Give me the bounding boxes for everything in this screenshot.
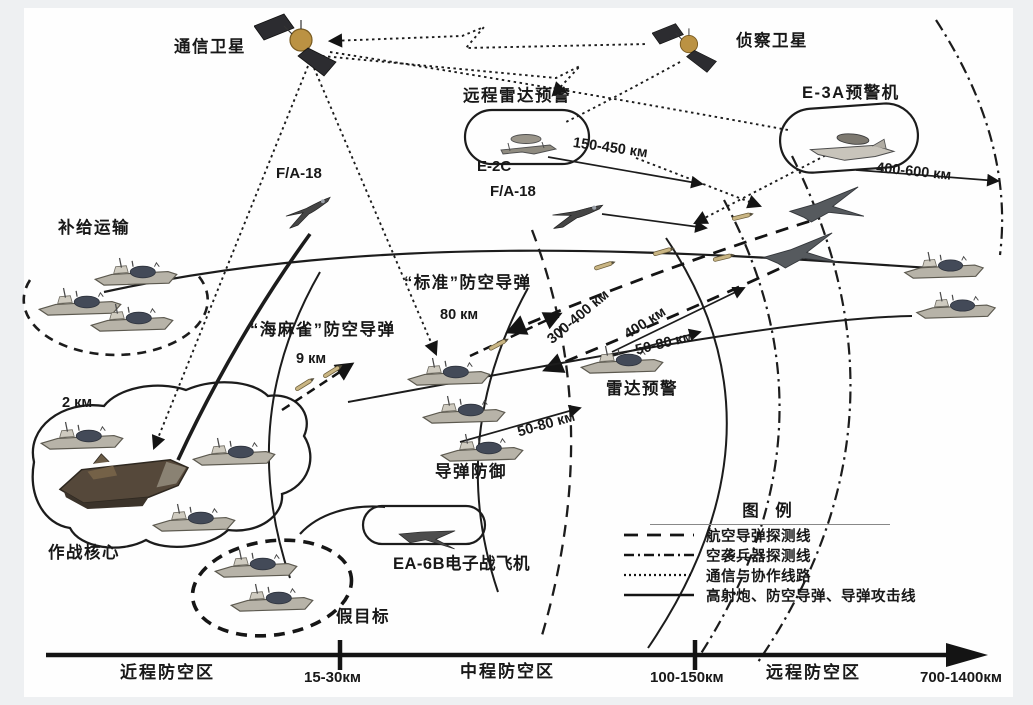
zone-long-range-label: 远程防空区 [766,663,861,682]
comm-link-radar-picket [321,55,581,97]
recon-satellite-label: 侦察卫星 [736,32,808,50]
combat-core-label: 作战核心 [48,544,120,562]
escort-ship-mid [422,395,506,424]
standard-sam-label: “标准”防空导弹 [404,274,532,292]
e3a-orbit [779,102,919,174]
ea6b-label: EA-6B电子战飞机 [393,555,531,573]
supply-transport-label: 补给运输 [58,219,130,237]
e2c-icon [500,134,557,155]
ea6b-orbit [299,504,487,546]
air-missile-track-2 [542,258,799,373]
decoy-ship-2 [230,583,314,612]
comm-satellite-label: 通信卫星 [174,38,246,56]
far-picket-ship-2 [916,291,996,319]
far-radar-warning-label: 远程雷达预警 [463,87,571,105]
missile-trajectories [281,216,821,412]
e2c-crosslink [635,157,762,209]
supply-ship-1 [94,257,178,286]
axis-arrowhead [946,643,988,667]
missile-defense-label: 导弹防御 [435,463,507,481]
decoy-label: 假目标 [336,608,390,626]
sea-sparrow-track [281,362,355,412]
distance-axis [46,640,988,670]
legend-label: 通信与协作线路 [706,568,811,585]
bomber-icon-1 [789,186,864,223]
zone-mid-range-label: 中程防空区 [460,662,555,681]
dash-dot-line-icon [622,551,696,559]
legend-label: 航空导弹探测线 [706,528,811,545]
legend-row-attack: 高射炮、防空导弹、导弹攻击线 [622,586,962,606]
inner-sam-arc [267,271,321,579]
e2c-label: E-2C [477,158,512,175]
range-arrow-400 [611,286,746,353]
e2c-orbit [463,108,591,166]
far-detection-arc [935,19,1004,256]
fa18-mid-label: F/A-18 [490,183,536,200]
missile-icon-5 [652,245,676,257]
core-escort-2 [192,437,276,466]
solid-line-icon [622,591,696,599]
radar-warning-label: 雷达预警 [606,380,678,398]
bomber-icon-2 [763,232,838,269]
core-escort-1 [40,421,124,450]
dashed-line-icon [622,531,696,539]
comm-link-carrier [151,65,309,450]
legend-row-communication: 通信与协作线路 [622,566,962,586]
range-arrow-50-80-a [611,328,702,357]
core-escort-3 [152,503,236,532]
legend-row-air-raid: 空袭兵器探测线 [622,546,962,566]
air-missile-track-1 [505,216,821,335]
sea-sparrow-label: “海麻雀”防空导弹 [250,321,396,339]
tick-100-150-label: 100-150км [650,669,724,686]
air-raid-detection-arc-outer [757,155,852,663]
legend-row-aviation-missile: 航空导弹探测线 [622,526,962,546]
tick-700-1400-label: 700-1400км [920,669,1002,686]
range-2-label: 2 км [62,395,93,411]
communication-satellite-icon [254,13,337,77]
escort-ship-missile-defense [440,433,524,462]
fighter-icon-upper [283,196,335,230]
fa18-upper-label: F/A-18 [276,165,322,182]
missile-icon-6 [712,252,736,263]
tick-15-30-label: 15-30км [304,669,361,686]
missile-icon-4 [593,259,617,271]
zone-short-range-label: 近程防空区 [120,663,215,682]
range-arrow-400-600 [855,169,1000,187]
comm-link-satellites [327,26,649,49]
range-arrow-150-450 [547,156,704,189]
carrier-fighter-line [176,232,312,461]
core-group-boundary [31,381,312,549]
fighter-attack-arrow [601,213,708,233]
far-picket-ship-1 [904,251,984,279]
legend: 图 例 航空导弹探测线 空袭兵器探测线 通信与协作线路 高射炮、防空导弹、导弹攻… [622,497,962,605]
legend-title: 图 例 [650,497,890,525]
e3a-crosslink [693,149,837,224]
escort-ship-standard [407,357,491,386]
legend-label: 空袭兵器探测线 [706,548,811,565]
comm-link-destroyer [313,67,438,356]
dotted-line-icon [622,571,696,579]
carrier-icon [59,453,189,510]
e3a-label: E-3A预警机 [802,84,900,102]
decoy-group-boundary [190,538,354,638]
legend-label: 高射炮、防空导弹、导弹攻击线 [706,588,916,605]
standard-sam-track [469,312,563,358]
supply-group-boundary [22,271,210,357]
decoy-ship-1 [214,549,298,578]
radar-warning-arc [647,237,728,649]
fighter-icon-mid [551,201,604,233]
attack-line-upper [103,249,931,294]
range-arrow-50-80-b [459,404,582,443]
range-80-label: 80 км [440,307,479,323]
recon-downlink [565,61,681,123]
recon-satellite-icon [652,23,717,73]
missile-icon-3 [487,336,511,352]
missile-icon-7 [731,211,755,222]
aviation-missile-detection-arc [530,229,573,643]
range-9-label: 9 км [296,351,327,367]
